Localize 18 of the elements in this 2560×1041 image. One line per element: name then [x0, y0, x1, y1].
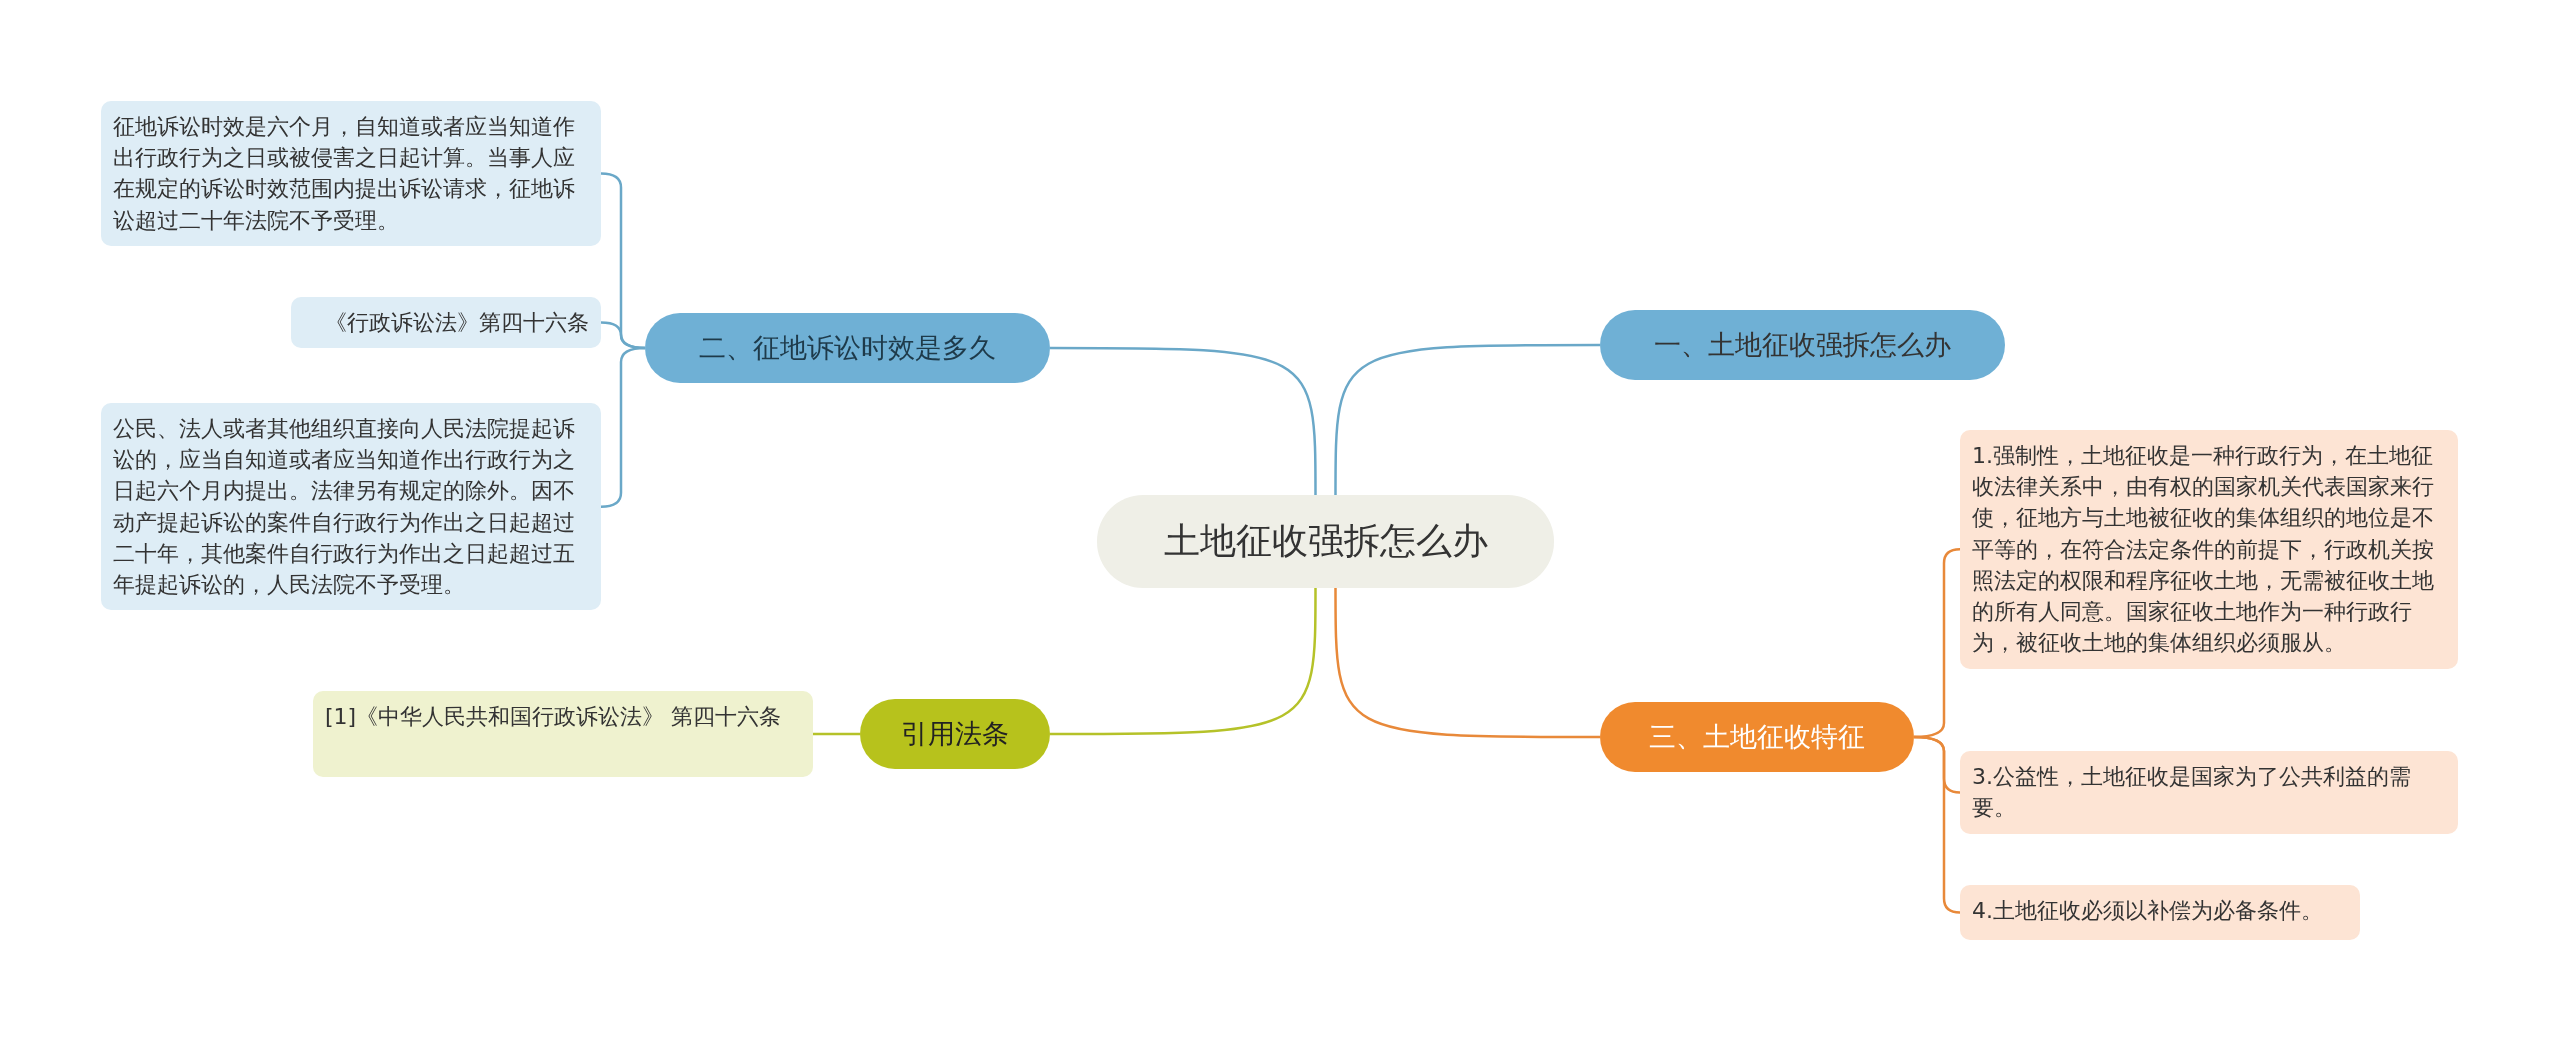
branch-topic: 二、征地诉讼时效是多久 [645, 313, 1050, 383]
central-topic: 土地征收强拆怎么办 [1097, 495, 1554, 588]
branch-topic: 三、土地征收特征 [1600, 702, 1914, 772]
note-card: 公民、法人或者其他组织直接向人民法院提起诉讼的，应当自知道或者应当知道作出行政行为之日起六个月内提出。法律另有规定的除外。因不动产提起诉讼的案件自行政行为作出之日起超过二十年，其他案件自行政行为作出之日起超过五年提起诉讼的，人民法院不予受理。 [101, 403, 601, 611]
note-card: 《行政诉讼法》第四十六条 [291, 297, 601, 349]
branch-topic: 一、土地征收强拆怎么办 [1600, 310, 2005, 380]
note-card: 1.强制性，土地征收是一种行政行为，在土地征收法律关系中，由有权的国家机关代表国家来行使，征地方与土地被征收的集体组织的地位是不平等的，在符合法定条件的前提下，行政机关按照法定的权限和程序征收土地，无需被征收土地的所有人同意。国家征收土地作为一种行政行为，被征收土地的集体组织必须服从。 [1960, 430, 2458, 669]
connector-line [1334, 588, 1600, 739]
connector-line [1050, 346, 1317, 495]
note-card: 4.土地征收必须以补偿为必备条件。 [1960, 885, 2360, 940]
connector-line [1050, 588, 1317, 736]
note-card: 征地诉讼时效是六个月，自知道或者应当知道作出行政行为之日或被侵害之日起计算。当事人应在规定的诉讼时效范围内提出诉讼请求，征地诉讼超过二十年法院不予受理。 [101, 101, 601, 246]
connector-line [600, 346, 646, 508]
note-card: 3.公益性，土地征收是国家为了公共利益的需要。 [1960, 751, 2458, 834]
note-card: [1]《中华人民共和国行政诉讼法》 第四十六条 [313, 691, 813, 777]
branch-topic: 引用法条 [860, 699, 1050, 769]
connector-line [813, 732, 860, 736]
connector-line [1334, 343, 1600, 495]
